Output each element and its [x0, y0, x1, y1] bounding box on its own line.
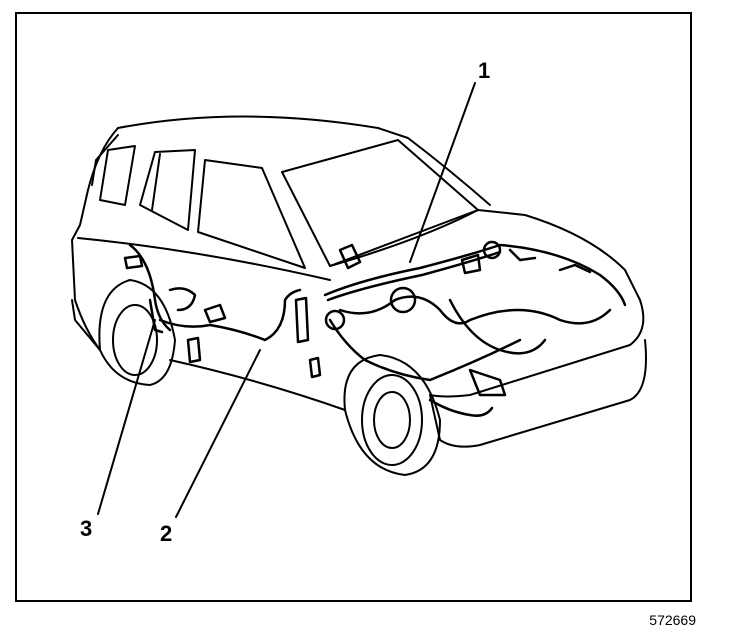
callout-2: 2	[160, 521, 173, 546]
body-harness	[158, 288, 322, 379]
engine-harness	[323, 240, 627, 417]
leader-line-2	[175, 349, 261, 518]
leader-lines	[97, 82, 476, 518]
leader-line-1	[409, 82, 476, 263]
callout-3: 3	[80, 516, 93, 541]
leader-line-3	[97, 319, 156, 515]
figure-id-number: 572669	[649, 612, 696, 628]
rear-harness	[123, 243, 197, 334]
wheels	[98, 279, 441, 476]
callout-1: 1	[478, 58, 491, 83]
vehicle-body	[71, 115, 647, 448]
